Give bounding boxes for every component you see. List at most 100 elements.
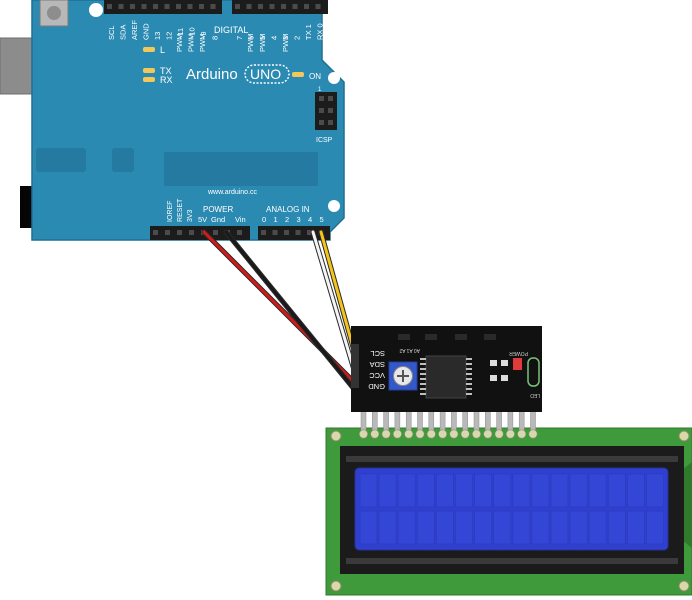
icsp-pin [328, 108, 333, 113]
led-rx-label: RX [160, 75, 173, 85]
pin-label: AREF [130, 20, 139, 40]
icsp-pin-one: 1 [318, 87, 322, 93]
led-tx [143, 68, 155, 73]
lcd-pin-pad [460, 429, 470, 439]
mounting-hole [89, 3, 103, 17]
lcd-character-cell [607, 473, 626, 508]
lcd-character-cell [646, 473, 664, 508]
smd-component [490, 360, 497, 366]
chip-leg [420, 378, 426, 380]
lcd-character-cell [436, 473, 454, 508]
lcd-pin-pad [449, 429, 459, 439]
pin-label: 3 [281, 36, 290, 40]
i2c-pcb-tab [425, 334, 437, 340]
analog-pin-label: 1 [274, 215, 278, 224]
pin-label: PWM [175, 34, 184, 52]
pin-label: PWM [198, 34, 207, 52]
chip-leg [466, 368, 472, 370]
chip-leg [420, 393, 426, 395]
lcd-character-cell [531, 510, 550, 545]
lcd-pin-pad [438, 429, 448, 439]
power-led-label: POWER [509, 350, 528, 356]
led-l-label: L [160, 45, 165, 55]
lcd-character-cell [607, 510, 626, 545]
i2c-pin-label: GND [368, 382, 385, 391]
lcd-character-cell [627, 473, 645, 508]
lcd-character-cell [397, 473, 416, 508]
header-pin [164, 4, 170, 9]
pin-label: IOREF [167, 201, 174, 222]
wire-A4-to-SDA [311, 230, 356, 372]
chip-legs [420, 358, 472, 395]
board-component [112, 148, 134, 172]
chip-leg [420, 388, 426, 390]
pin-label: TX 1 [304, 24, 313, 40]
pin-label: 4 [270, 36, 279, 40]
led-tx-label: TX [160, 66, 172, 76]
lcd-pin-pad [471, 429, 481, 439]
smd-component [490, 375, 497, 381]
pin-label: SCL [107, 25, 116, 40]
pin-label: GND [142, 23, 151, 40]
header-pin [153, 230, 158, 235]
lcd-pin-pad [358, 429, 368, 439]
lcd-module [325, 409, 692, 596]
i2c-pin-label: SCL [370, 349, 385, 358]
chip-leg [466, 373, 472, 375]
chip-leg [466, 358, 472, 360]
lcd-character-cell [493, 510, 512, 545]
arduino-brand: Arduino [186, 66, 238, 83]
lcd-character-cell [359, 473, 378, 508]
smd-component [501, 375, 508, 381]
chip-leg [466, 363, 472, 365]
led-jumper [527, 357, 540, 387]
icsp-pin [328, 120, 333, 125]
icsp-pin [319, 108, 324, 113]
header-pin [153, 4, 158, 9]
lcd-pin-pad [404, 429, 414, 439]
i2c-pin-label: VCC [369, 371, 385, 380]
power-led [513, 358, 522, 370]
lcd-pin-pad [415, 429, 425, 439]
pin-label: RESET [177, 198, 184, 222]
header-pin [272, 230, 278, 235]
lcd-pin-pad [370, 429, 380, 439]
lcd-character-cell [512, 473, 531, 508]
pin-label: 8 [211, 36, 220, 40]
led-rx [143, 77, 155, 82]
board-component [36, 148, 86, 172]
header-pin [177, 230, 182, 235]
lcd-character-cell [512, 510, 531, 545]
lcd-pin-pad [517, 429, 527, 439]
icsp-label: ICSP [316, 137, 333, 144]
lcd-pin-pad [494, 429, 504, 439]
lcd-character-cell [569, 473, 588, 508]
header-pin [261, 230, 266, 235]
led-on-label: ON [309, 72, 321, 81]
header-pin [295, 230, 301, 235]
chip-leg [420, 383, 426, 385]
analog-label: ANALOG IN [266, 205, 310, 214]
lcd-character-cell [550, 473, 569, 508]
analog-pin-label: 4 [308, 215, 312, 224]
board-component [164, 152, 318, 186]
mounting-hole [328, 200, 340, 212]
lcd-character-cell [569, 510, 588, 545]
lcd-character-cell [474, 510, 492, 545]
lcd-mount-hole [330, 580, 342, 592]
header-pin [213, 230, 218, 235]
lcd-header-pins [358, 409, 538, 439]
header-pin [292, 4, 298, 9]
top-header-left [104, 0, 222, 14]
power-pin-label: Vin [235, 215, 246, 224]
wire-A5-to-SCL [319, 230, 358, 360]
analog-pin-label: 5 [320, 215, 324, 224]
i2c-header [351, 344, 359, 388]
